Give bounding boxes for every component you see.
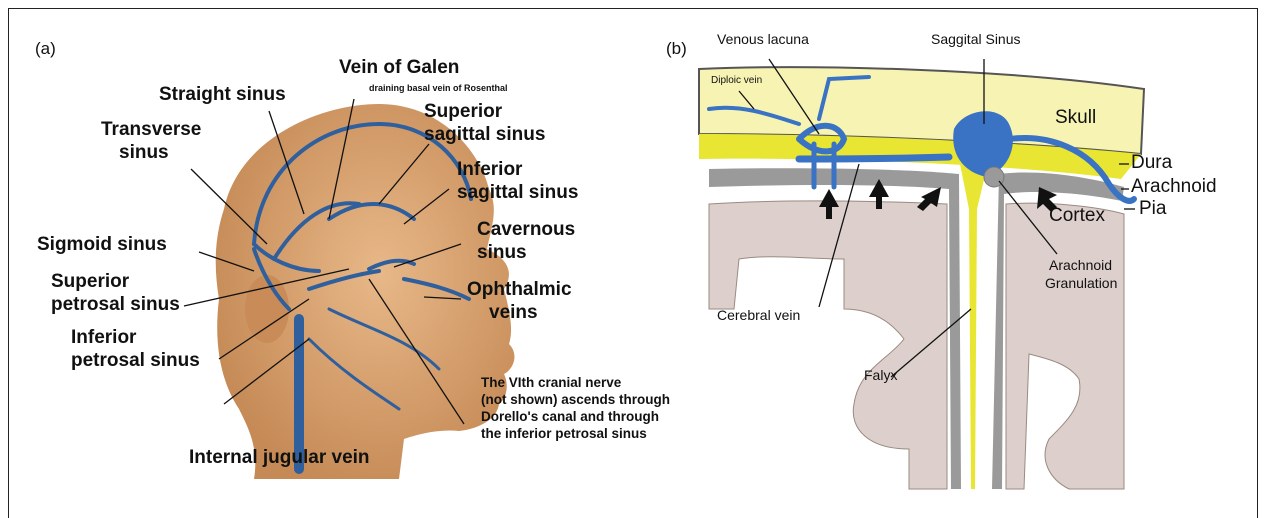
label-arachnoid-granulation-1: Arachnoid — [1049, 257, 1112, 273]
cortex-left — [709, 201, 947, 489]
label-cerebral-vein: Cerebral vein — [717, 307, 800, 323]
label-arachnoid-granulation-2: Granulation — [1045, 275, 1117, 291]
label-pia: Pia — [1139, 198, 1166, 220]
figure-frame: (a) — [8, 8, 1258, 518]
label-venous-lacuna: Venous lacuna — [717, 31, 809, 47]
cortex-right — [1006, 203, 1124, 489]
label-saggital-sinus: Saggital Sinus — [931, 31, 1021, 47]
cerebral-vein — [799, 157, 949, 159]
label-falyx: Falyx — [864, 367, 897, 383]
label-dura: Dura — [1131, 152, 1172, 174]
label-cortex: Cortex — [1049, 205, 1105, 227]
label-skull: Skull — [1055, 107, 1096, 129]
label-arachnoid: Arachnoid — [1131, 176, 1217, 198]
label-diploic-vein: Diploic vein — [711, 75, 762, 86]
falx-layer — [959, 159, 989, 489]
panel-b: (b) — [9, 9, 1259, 509]
